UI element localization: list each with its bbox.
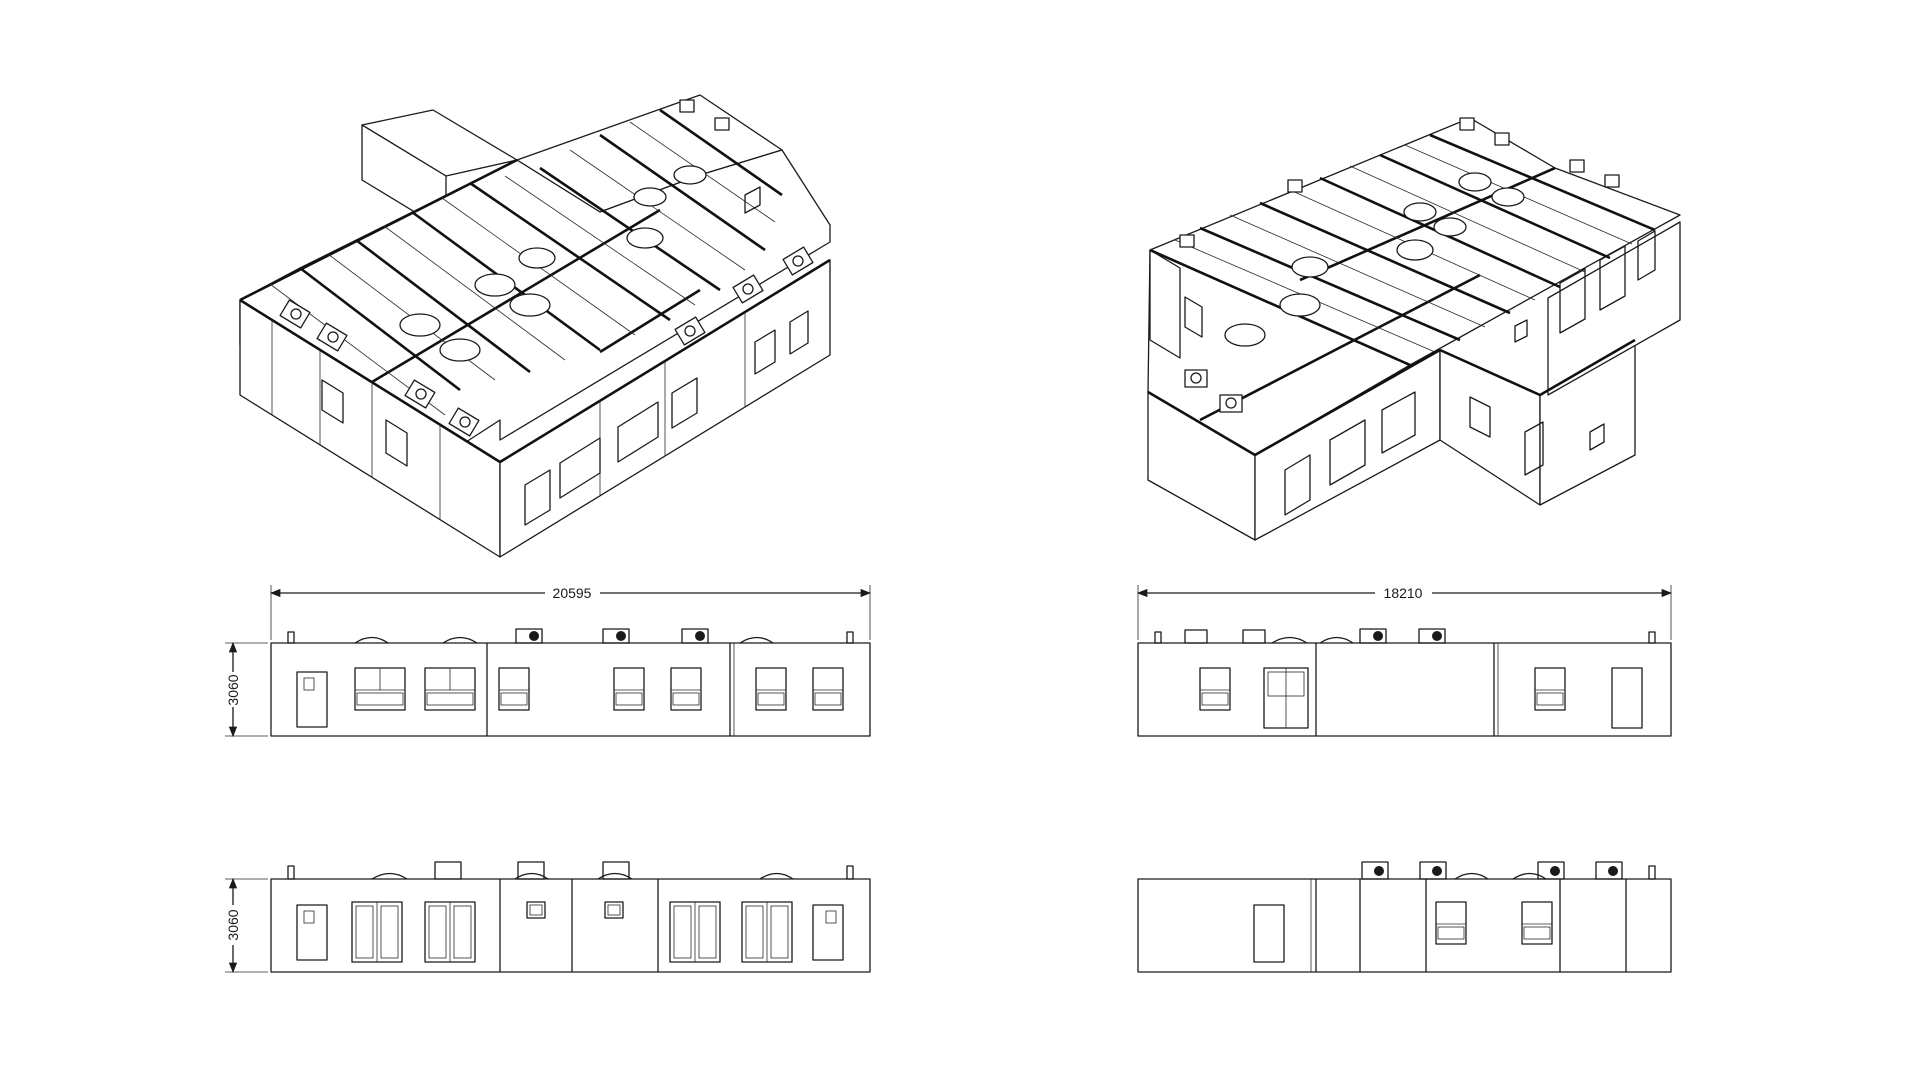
right-roof-dividers xyxy=(1149,133,1656,422)
ac-units-right-iso xyxy=(1179,117,1620,413)
ac-units-left-iso xyxy=(279,99,814,437)
height-dimension-upper: 3060 xyxy=(225,674,241,705)
rear-elevation-right xyxy=(1137,861,1672,973)
isometric-view-right xyxy=(1147,117,1681,541)
roof-domes xyxy=(399,165,707,362)
right-roof-domes xyxy=(1224,172,1525,347)
width-dimension-left: 20595 xyxy=(553,585,592,601)
isometric-view-left xyxy=(239,94,831,558)
openings-right-iso xyxy=(1184,230,1656,516)
width-dimension-right: 18210 xyxy=(1384,585,1423,601)
rear-elevation-left: 3060 xyxy=(225,861,871,974)
front-elevation-right: 18210 xyxy=(1136,585,1673,737)
front-elevation-left: 20595 3060 xyxy=(225,585,872,738)
height-dimension-lower: 3060 xyxy=(225,909,241,940)
rear-block xyxy=(361,109,518,232)
openings-left-iso xyxy=(321,186,809,526)
